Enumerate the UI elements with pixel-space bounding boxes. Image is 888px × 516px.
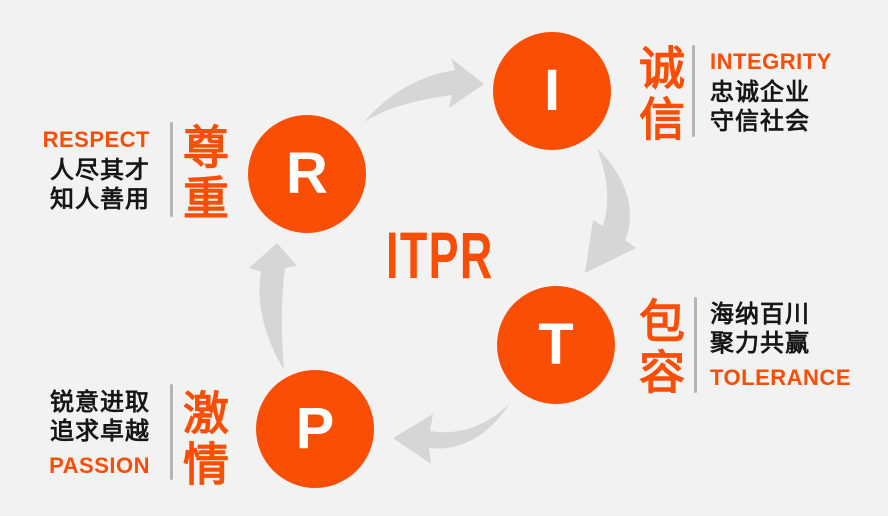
node-cn-label-tolerance: 包容 bbox=[633, 297, 685, 399]
node-circle-integrity: I bbox=[493, 32, 611, 150]
node-desc-line: 聚力共赢 bbox=[710, 330, 810, 357]
node-circle-passion: P bbox=[256, 370, 374, 488]
node-desc-tolerance: 海纳百川 聚力共赢 TOLERANCE bbox=[710, 300, 851, 392]
node-cn-label-integrity: 诚信 bbox=[633, 44, 685, 146]
node-desc-line: 忠诚企业 bbox=[710, 79, 810, 106]
center-title: ITPR bbox=[386, 218, 494, 292]
node-desc-line: 守信社会 bbox=[710, 108, 810, 135]
divider-respect bbox=[170, 122, 173, 217]
node-desc-line: 追求卓越 bbox=[50, 418, 150, 445]
node-letter-passion: P bbox=[295, 396, 335, 461]
node-circle-respect: R bbox=[248, 115, 366, 233]
divider-integrity bbox=[692, 45, 695, 137]
node-cn-label-respect: 尊重 bbox=[177, 123, 229, 225]
node-en-label-respect: RESPECT bbox=[42, 127, 150, 152]
node-letter-integrity: I bbox=[543, 58, 561, 123]
node-desc-integrity: INTEGRITY 忠诚企业 守信社会 bbox=[710, 48, 832, 136]
node-desc-line: 人尽其才 bbox=[50, 157, 150, 184]
divider-passion bbox=[170, 384, 173, 480]
node-desc-line: 知人善用 bbox=[50, 186, 150, 213]
divider-tolerance bbox=[694, 297, 697, 393]
arrow-p-to-r bbox=[249, 243, 297, 370]
node-desc-line: 海纳百川 bbox=[710, 301, 810, 328]
node-en-label-passion: PASSION bbox=[49, 453, 150, 478]
node-desc-line: 锐意进取 bbox=[50, 389, 150, 416]
node-cn-label-passion: 激情 bbox=[177, 389, 229, 491]
node-desc-passion: 锐意进取 追求卓越 PASSION bbox=[30, 388, 150, 480]
arrow-r-to-i bbox=[364, 58, 484, 122]
node-en-label-tolerance: TOLERANCE bbox=[710, 365, 851, 390]
node-letter-tolerance: T bbox=[538, 312, 574, 377]
node-en-label-integrity: INTEGRITY bbox=[710, 49, 832, 74]
arrow-i-to-t bbox=[585, 148, 636, 273]
node-circle-tolerance: T bbox=[497, 286, 615, 404]
arrow-t-to-p bbox=[393, 403, 510, 464]
node-letter-respect: R bbox=[286, 141, 328, 206]
node-desc-respect: RESPECT 人尽其才 知人善用 bbox=[30, 126, 150, 214]
